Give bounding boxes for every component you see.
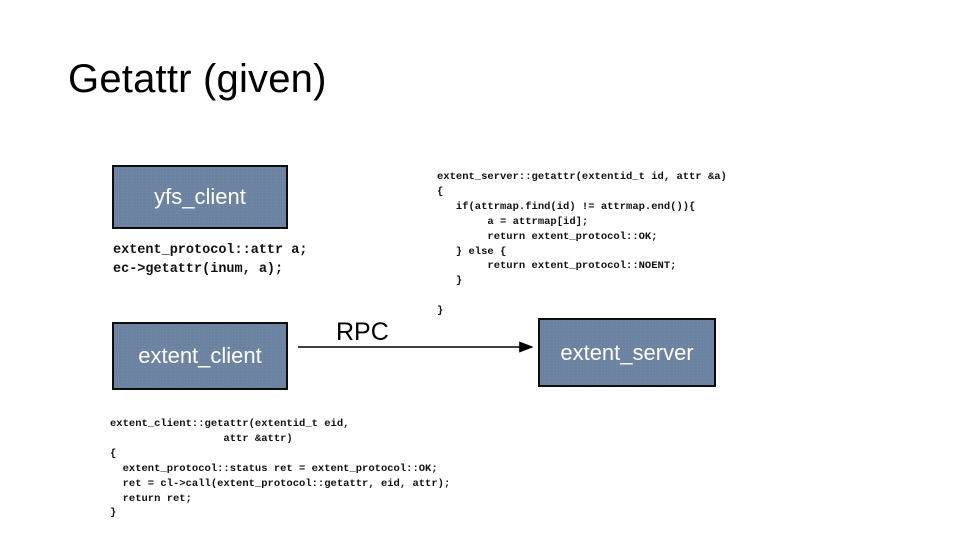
node-label-yfs-client: yfs_client	[154, 184, 246, 209]
code-block-yfs-client: extent_protocol::attr a; ec->getattr(inu…	[113, 243, 308, 278]
code-block-extent-client: extent_client::getattr(extentid_t eid, a…	[110, 418, 451, 520]
node-box-yfs-client[interactable]: yfs_client	[112, 165, 288, 229]
node-label-extent-server: extent_server	[560, 339, 694, 365]
node-box-extent-server[interactable]: extent_server	[538, 318, 716, 387]
page-title: Getattr (given)	[68, 57, 327, 101]
node-box-extent-client[interactable]: extent_client	[112, 322, 288, 390]
rpc-arrow-icon	[298, 341, 534, 353]
rpc-arrow-label: RPC	[336, 318, 389, 346]
code-block-extent-server: extent_server::getattr(extentid_t id, at…	[437, 171, 727, 318]
node-label-extent-client: extent_client	[138, 343, 262, 368]
